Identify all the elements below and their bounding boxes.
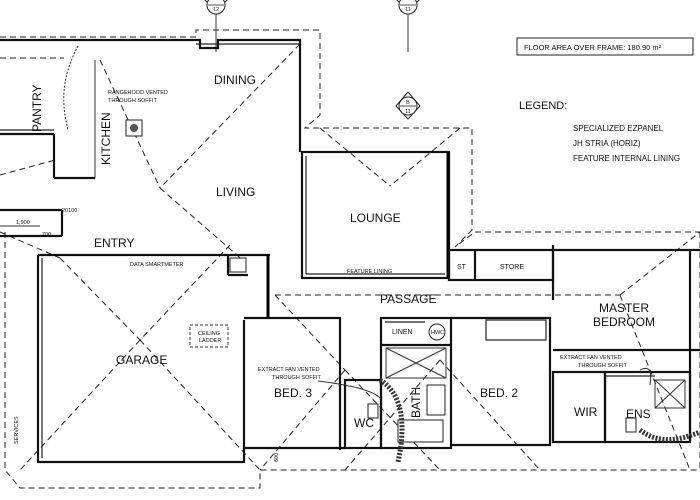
legend-item-ezpanel: SPECIALIZED EZPANEL bbox=[573, 124, 664, 133]
room-label-bath: BATH bbox=[409, 387, 423, 418]
note-fan-bed3-1: EXTRACT FAN VENTED bbox=[258, 367, 320, 373]
section-marker-b: B 11 bbox=[395, 91, 421, 120]
note-fan-ens-1: EXTRACT FAN VENTED bbox=[560, 355, 622, 361]
floor-area-label: FLOOR AREA OVER FRAME: 180.90 m² bbox=[524, 43, 662, 52]
dim-700: 700 bbox=[42, 232, 51, 238]
dim-1900: 1,900 bbox=[16, 220, 30, 226]
section-marker-11: 11 bbox=[396, 0, 420, 52]
section-marker-12: 12 bbox=[204, 0, 228, 52]
note-ceiling-2: LADDER bbox=[199, 338, 221, 344]
room-label-bed2: BED. 2 bbox=[480, 386, 518, 400]
room-label-garage: GARAGE bbox=[116, 353, 167, 367]
room-label-kitchen: KITCHEN bbox=[99, 112, 113, 165]
room-label-pantry: PANTRY bbox=[30, 84, 44, 132]
room-label-wir: WIR bbox=[574, 405, 598, 419]
room-label-lounge: LOUNGE bbox=[350, 211, 401, 225]
note-rangehood-2: THROUGH SOFFIT bbox=[108, 98, 158, 104]
room-label-st: ST bbox=[457, 264, 467, 271]
room-label-master-2: BEDROOM bbox=[593, 315, 655, 329]
room-label-passage: PASSAGE bbox=[380, 292, 436, 306]
note-ceiling-1: CEILING bbox=[198, 331, 220, 337]
note-hwc: HWC bbox=[431, 330, 444, 336]
floor-area-box: FLOOR AREA OVER FRAME: 180.90 m² bbox=[516, 37, 694, 56]
room-label-dining: DINING bbox=[214, 73, 256, 87]
room-label-ens: ENS bbox=[626, 407, 651, 421]
note-rangehood-1: RANGEHOOD VENTED bbox=[108, 90, 168, 96]
dim-20100: 20100 bbox=[62, 208, 77, 214]
room-label-living: LIVING bbox=[216, 185, 255, 199]
fixtures bbox=[63, 45, 700, 463]
note-fan-ens-2: THROUGH SOFFIT bbox=[578, 363, 628, 369]
notes: RANGEHOOD VENTED THROUGH SOFFIT EXTRACT … bbox=[14, 90, 628, 444]
note-services: SERVICES bbox=[14, 416, 20, 444]
legend-item-stria: JH STRIA (HORIZ) bbox=[573, 139, 641, 148]
room-label-linen: LINEN bbox=[392, 329, 413, 336]
dimensions: 1,900 700 20100 600 bbox=[0, 208, 280, 462]
room-label-entry: ENTRY bbox=[94, 236, 134, 250]
room-label-bed3: BED. 3 bbox=[274, 386, 312, 400]
note-data-smartmeter: DATA SMARTMETER bbox=[130, 262, 184, 268]
note-feature-lining: FEATURE LINING bbox=[347, 269, 392, 275]
section-marker-b-top: B bbox=[406, 100, 410, 106]
room-label-store: STORE bbox=[500, 264, 524, 271]
legend-item-feature: FEATURE INTERNAL LINING bbox=[573, 154, 680, 163]
room-label-wc: WC bbox=[354, 416, 374, 430]
note-fan-bed3-2: THROUGH SOFFIT bbox=[272, 375, 322, 381]
legend-title: LEGEND: bbox=[519, 100, 567, 112]
walls bbox=[0, 38, 700, 464]
section-marker-12-label: 12 bbox=[213, 7, 219, 13]
legend: LEGEND: SPECIALIZED EZPANEL JH STRIA (HO… bbox=[519, 100, 680, 163]
dim-600: 600 bbox=[274, 453, 280, 462]
section-marker-b-bottom: 11 bbox=[405, 109, 411, 115]
room-label-master-1: MASTER bbox=[599, 301, 649, 315]
room-labels: PANTRY KITCHEN DINING LIVING ENTRY LOUNG… bbox=[30, 73, 655, 430]
roof-outline bbox=[0, 29, 700, 489]
section-marker-11-label: 11 bbox=[405, 7, 411, 13]
